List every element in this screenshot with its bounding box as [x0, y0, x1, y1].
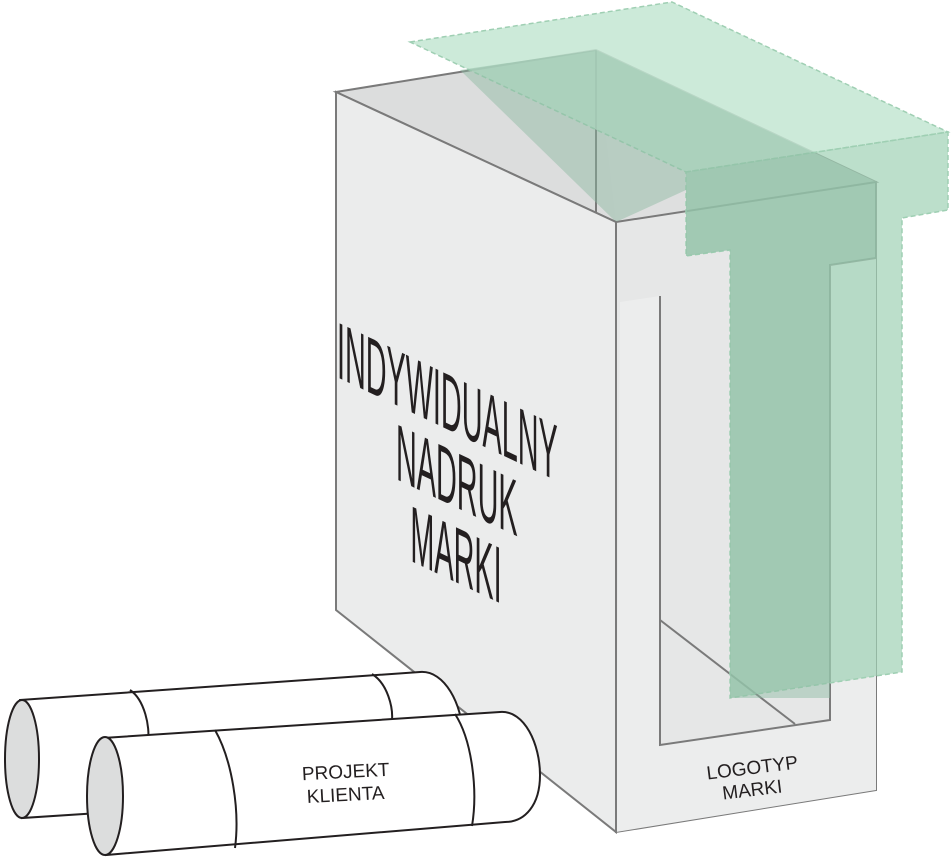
roll-back-end	[4, 699, 40, 819]
roll-front-end	[86, 736, 124, 856]
box-cutout-floor-edge	[659, 619, 796, 725]
roll-front-band-left	[214, 729, 238, 849]
roll-label-line-1: PROJEKT	[301, 760, 390, 786]
logo-insert-front	[685, 131, 949, 699]
roll-front: PROJEKT KLIENTA	[86, 710, 542, 857]
roll-back-band-right	[371, 673, 394, 721]
roll-front-band-right	[454, 713, 476, 827]
logo-insert	[407, 1, 951, 699]
roll-label-line-2: KLIENTA	[306, 783, 385, 808]
roll-front-body	[101, 710, 542, 857]
box-front-panel	[335, 90, 617, 835]
logo-insert-overlap	[460, 50, 876, 698]
